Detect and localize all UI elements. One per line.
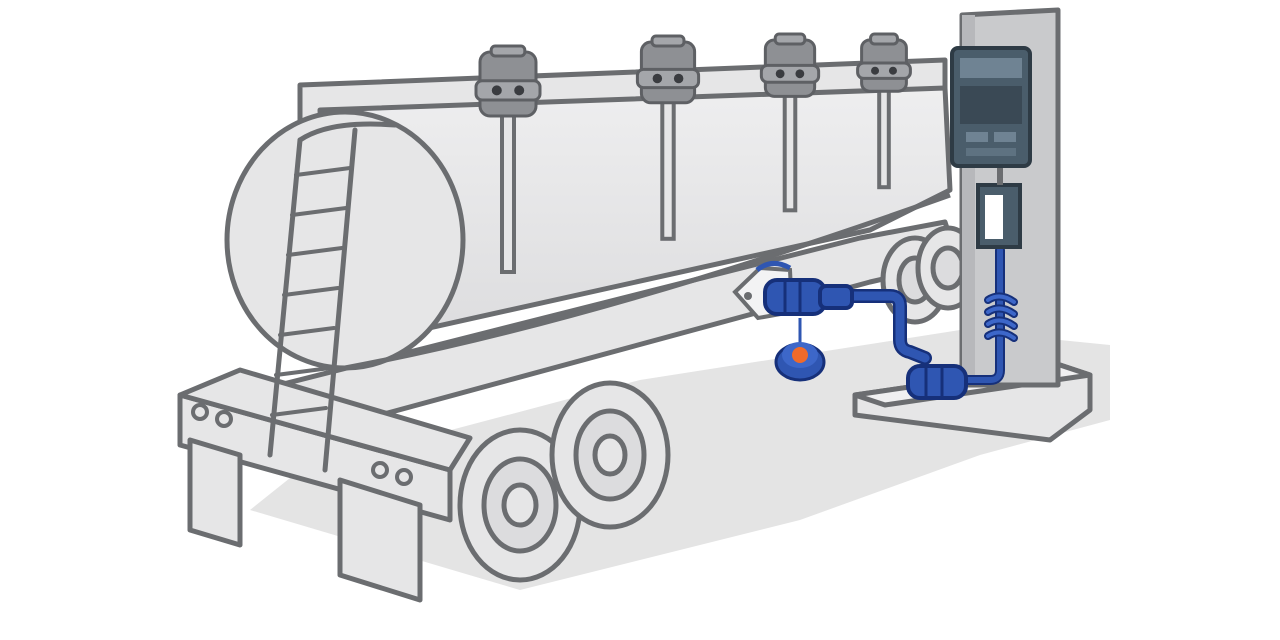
tank-plug [763, 278, 854, 316]
connector-cable [843, 245, 1018, 385]
dust-cap [774, 318, 826, 382]
junction-box [976, 168, 1022, 249]
overfill-probe-3 [759, 32, 821, 213]
post-plug [906, 364, 968, 400]
rear-lights [191, 403, 413, 486]
overfill-probe-4 [856, 32, 912, 190]
controller-unit [950, 46, 1032, 168]
overfill-probe-1 [474, 44, 542, 274]
rear-ladder [267, 121, 398, 473]
probe-group [474, 32, 912, 274]
overfill-probe-2 [635, 34, 701, 241]
rear-wheels [457, 380, 671, 583]
